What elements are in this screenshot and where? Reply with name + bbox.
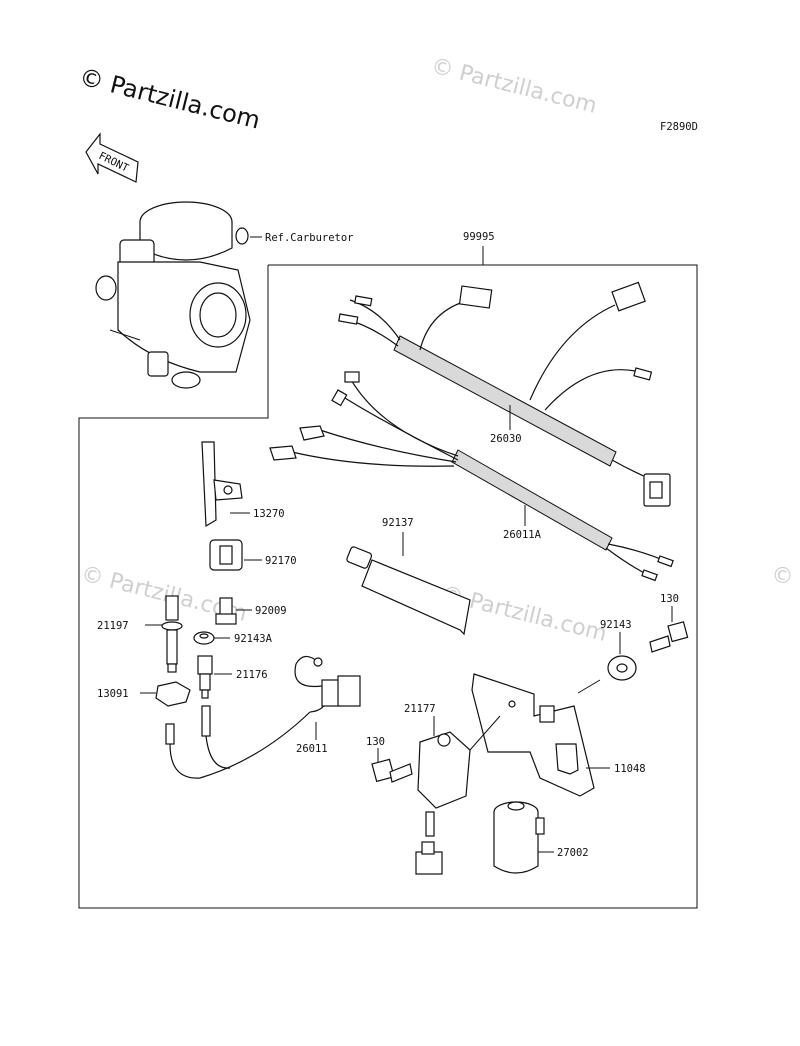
sensor-21197-icon <box>161 595 183 673</box>
bolt-92009-icon <box>215 597 237 625</box>
watermark-main: © Partzilla.com <box>77 63 263 135</box>
part-label-92137: 92137 <box>382 517 414 529</box>
switch-21176-icon <box>197 655 213 699</box>
wire-harness-26011a-icon <box>269 371 674 582</box>
part-label-92009: 92009 <box>255 605 287 617</box>
part-label-26030: 26030 <box>490 433 522 445</box>
kit-number: 99995 <box>463 231 495 243</box>
bolt-130-lower-icon <box>371 758 413 783</box>
washer-92143a-icon <box>193 631 215 645</box>
part-label-21176: 21176 <box>236 669 268 681</box>
watermark-faint-right: © Partzilla.com <box>769 562 800 627</box>
mounting-plate-11048-icon <box>471 673 595 797</box>
part-label-26011a: 26011A <box>503 529 542 541</box>
part-label-27002: 27002 <box>557 847 589 859</box>
grommet-92143-icon <box>607 655 637 681</box>
bracket-13270-icon <box>201 441 243 528</box>
part-label-21177: 21177 <box>404 703 436 715</box>
clamp-92170-icon <box>209 539 243 571</box>
part-label-26011: 26011 <box>296 743 328 755</box>
module-21177-icon <box>415 715 501 875</box>
reference-label: Ref.Carburetor <box>265 232 354 244</box>
grease-tube-icon <box>346 546 471 636</box>
wire-harness-26030-icon <box>338 281 671 507</box>
watermark-faint-top: © Partzilla.com <box>429 54 600 119</box>
part-label-13091: 13091 <box>97 688 129 700</box>
carburetor-icon <box>95 201 251 389</box>
part-label-92143a: 92143A <box>234 633 273 645</box>
part-label-92170: 92170 <box>265 555 297 567</box>
part-label-13270: 13270 <box>253 508 285 520</box>
part-label-11048: 11048 <box>614 763 646 775</box>
solenoid-27002-icon <box>493 801 545 874</box>
wire-harness-26011-icon <box>165 655 361 779</box>
kit-outline <box>78 264 698 909</box>
part-label-130-lower: 130 <box>366 736 385 748</box>
bolt-130-upper-icon <box>649 621 689 653</box>
front-arrow-icon: FRONT <box>85 132 139 183</box>
clip-13091-icon <box>155 681 191 707</box>
part-label-92143: 92143 <box>600 619 632 631</box>
diagram-code: F2890D <box>660 121 698 133</box>
part-label-130-upper: 130 <box>660 593 679 605</box>
part-label-21197: 21197 <box>97 620 129 632</box>
